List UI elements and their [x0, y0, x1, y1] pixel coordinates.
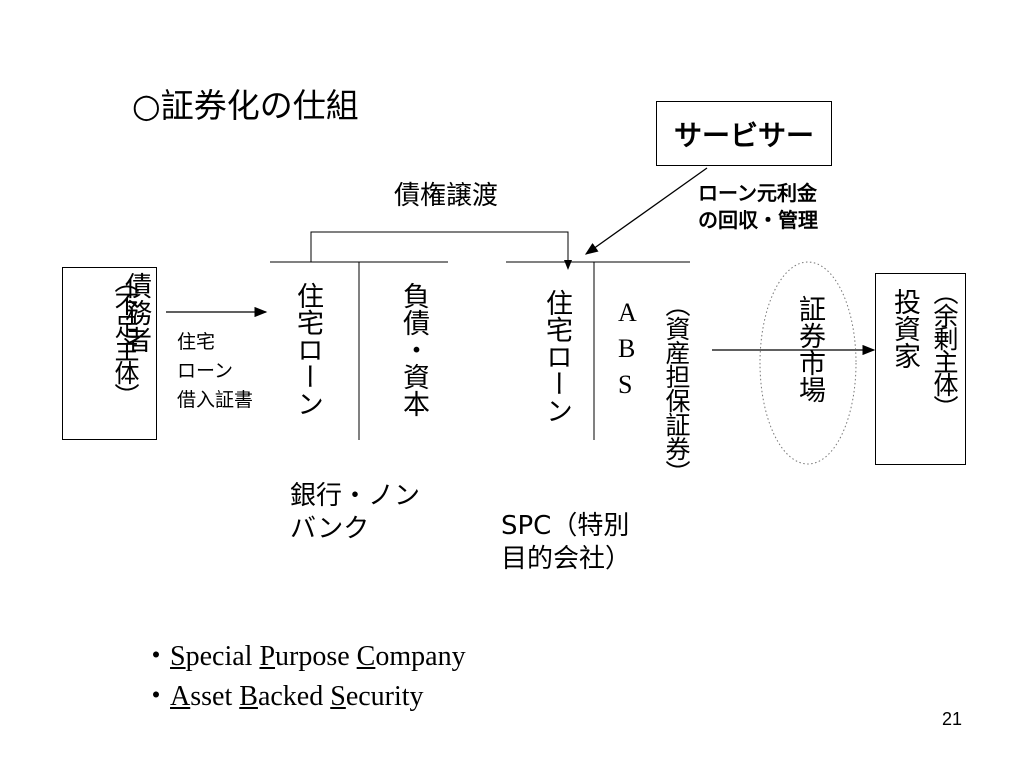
slide-title: ○証券化の仕組: [132, 86, 359, 125]
bank-name-line: 銀行・ノン: [290, 481, 421, 511]
bullet-initial: C: [356, 641, 376, 672]
bullet-initial: S: [170, 641, 186, 672]
bank-assets: 住宅ローン: [292, 282, 323, 417]
bullet-text: ompany: [375, 641, 466, 672]
servicer-box: サービサー: [656, 101, 832, 166]
investor-role: （余剰主体）: [930, 280, 959, 418]
debtor-role: （不足主体）: [111, 268, 140, 406]
bullet-initial: B: [239, 681, 258, 712]
bullet-text: urpose: [275, 641, 357, 672]
loan-document-line: ローン: [177, 360, 234, 382]
loan-document-line: 住宅: [177, 331, 216, 353]
servicer-label: サービサー: [673, 118, 814, 152]
servicer-note-line: の回収・管理: [698, 208, 818, 232]
abs-letter: A: [618, 298, 637, 327]
bullet-spc: ・Special Purpose Company: [142, 640, 466, 674]
debtor-name: 債務者: [120, 272, 151, 353]
loan-document-line: 借入証書: [177, 389, 254, 411]
servicer-arrow: [584, 167, 708, 255]
investor-box: 投資家 （余剰主体）: [875, 273, 966, 465]
spc-name-line: SPC（特別: [501, 511, 630, 541]
debtor-box: 債務者 （不足主体）: [62, 267, 157, 440]
bullet-text: acked: [257, 681, 331, 712]
bullet-text: ecurity: [345, 681, 424, 712]
bullet-initial: S: [330, 681, 346, 712]
investor-name: 投資家: [889, 288, 920, 369]
abs-letter: B: [618, 334, 636, 363]
transfer-label: 債権譲渡: [394, 181, 499, 211]
transfer-arrow: [310, 231, 572, 270]
spc-assets: 住宅ローン: [541, 289, 572, 424]
servicer-note-line: ローン元利金: [698, 181, 817, 205]
bullet-initial: A: [170, 681, 191, 712]
page-number: 21: [941, 709, 962, 729]
bullet-initial: P: [259, 641, 276, 672]
bullet-text: pecial: [185, 641, 260, 672]
abs-note: （資産担保証券）: [662, 292, 691, 484]
bank-liabilities: 負債・資本: [398, 282, 429, 417]
abs-label: A B S: [618, 295, 637, 403]
abs-letter: S: [618, 370, 633, 399]
bullet-prefix: ・: [142, 681, 171, 712]
bank-name-line: バンク: [290, 514, 370, 544]
servicer-note: ローン元利金 の回収・管理: [698, 180, 818, 234]
bullet-abs: ・Asset Backed Security: [142, 680, 424, 714]
loan-document-label: 住宅 ローン 借入証書: [177, 328, 253, 415]
market-ellipse: [759, 261, 857, 465]
market-label: 証券市場: [794, 295, 825, 403]
bank-name: 銀行・ノン バンク: [290, 480, 420, 546]
spc-name: SPC（特別 目的会社）: [501, 510, 631, 576]
bullet-prefix: ・: [142, 641, 171, 672]
bullet-text: sset: [190, 681, 240, 712]
spc-name-line: 目的会社）: [501, 544, 632, 574]
